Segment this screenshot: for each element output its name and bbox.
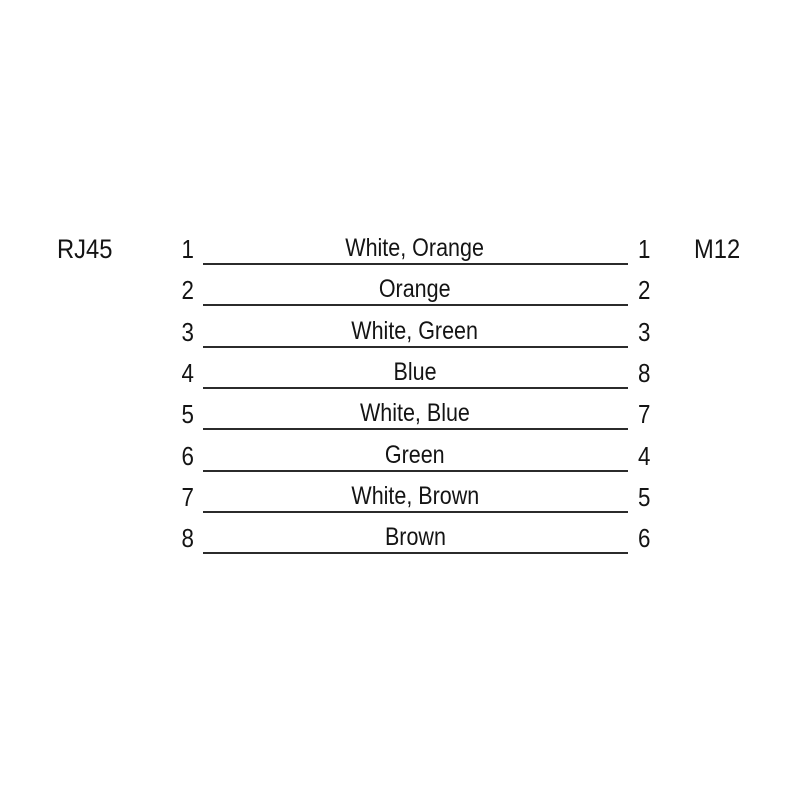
wire-color-label-text: Orange — [379, 275, 451, 304]
right-connector-title: M12 — [694, 234, 741, 264]
left-connector-title: RJ45 — [57, 234, 113, 264]
wire-color-label-text: Brown — [384, 523, 446, 552]
right-pin-number: 5 — [638, 481, 651, 512]
left-pin-number: 3 — [181, 316, 194, 347]
wire-color-label: White, Green — [215, 316, 615, 345]
right-pin-number: 8 — [638, 357, 651, 388]
wire-line — [203, 428, 628, 431]
left-pin-number: 7 — [181, 481, 194, 512]
left-pin-number: 1 — [181, 234, 194, 264]
right-pin-number: 6 — [638, 523, 651, 554]
right-pin-number: 2 — [638, 275, 651, 306]
wire-line — [203, 263, 628, 265]
wire-color-label-text: White, Brown — [351, 481, 479, 510]
wire-line — [203, 386, 628, 389]
left-pin-number: 6 — [181, 440, 194, 471]
right-pin-number: 7 — [638, 399, 651, 430]
wire-color-label-text: White, Green — [351, 316, 479, 345]
wire-color-label-text: Green — [385, 440, 445, 469]
wire-color-label: Brown — [215, 525, 615, 550]
right-pin-number: 4 — [638, 440, 651, 471]
wire-color-label-text: Blue — [393, 357, 437, 386]
wire-color-label: Green — [215, 440, 615, 469]
wire-color-label: White, Blue — [215, 401, 615, 426]
wire-color-label: Orange — [215, 277, 615, 302]
wire-line — [203, 469, 628, 472]
right-pin-number: 3 — [638, 316, 651, 347]
left-pin-number: 8 — [181, 523, 194, 554]
wire-color-label-text: White, Blue — [360, 399, 470, 428]
left-pin-number: 4 — [181, 357, 194, 388]
wire-color-label: Blue — [215, 357, 615, 386]
left-pin-number: 5 — [181, 399, 194, 430]
wire-color-label: White, Orange — [215, 236, 615, 261]
wire-color-label: White, Brown — [215, 481, 615, 510]
wire-line — [203, 345, 628, 348]
wire-color-label-text: White, Orange — [345, 234, 485, 262]
wire-line — [203, 552, 628, 555]
wire-line — [203, 510, 628, 513]
right-pin-number: 1 — [638, 234, 651, 264]
wire-line — [203, 304, 628, 307]
left-pin-number: 2 — [181, 275, 194, 306]
